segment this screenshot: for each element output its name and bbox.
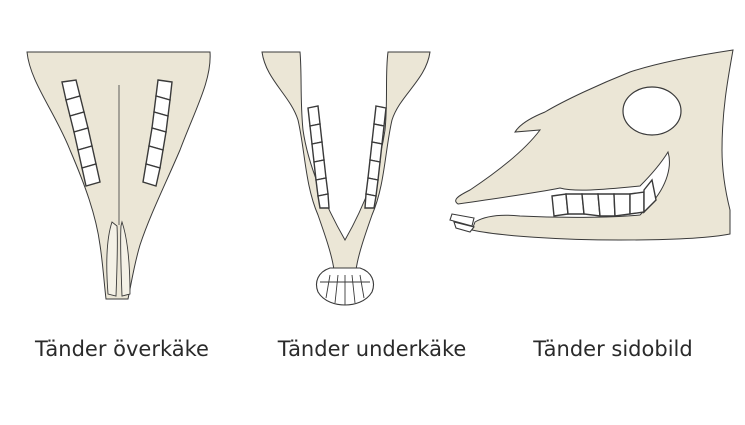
upper-incisor-plate <box>106 221 118 297</box>
upper-incisor-plate-right <box>120 220 131 297</box>
side-view-illustration <box>449 49 734 241</box>
upper-left-molar-row <box>61 79 101 187</box>
lower-jaw-label: Tänder underkäke <box>277 337 467 361</box>
eye-socket <box>622 86 682 136</box>
upper-jaw-bone <box>26 51 211 300</box>
side-view-label: Tänder sidobild <box>533 337 693 361</box>
upper-jaw-label: Tänder överkäke <box>35 337 209 361</box>
upper-right-molar-row <box>142 79 173 187</box>
side-incisors <box>449 213 475 233</box>
lower-left-molar-row <box>307 105 330 209</box>
side-upper-molar-row <box>551 178 657 217</box>
lower-jaw-bone <box>261 51 431 271</box>
lower-jaw-illustration <box>261 51 431 306</box>
lower-right-molar-row <box>364 105 387 209</box>
upper-jaw-illustration <box>26 51 211 300</box>
lower-incisor-lines <box>320 274 370 305</box>
